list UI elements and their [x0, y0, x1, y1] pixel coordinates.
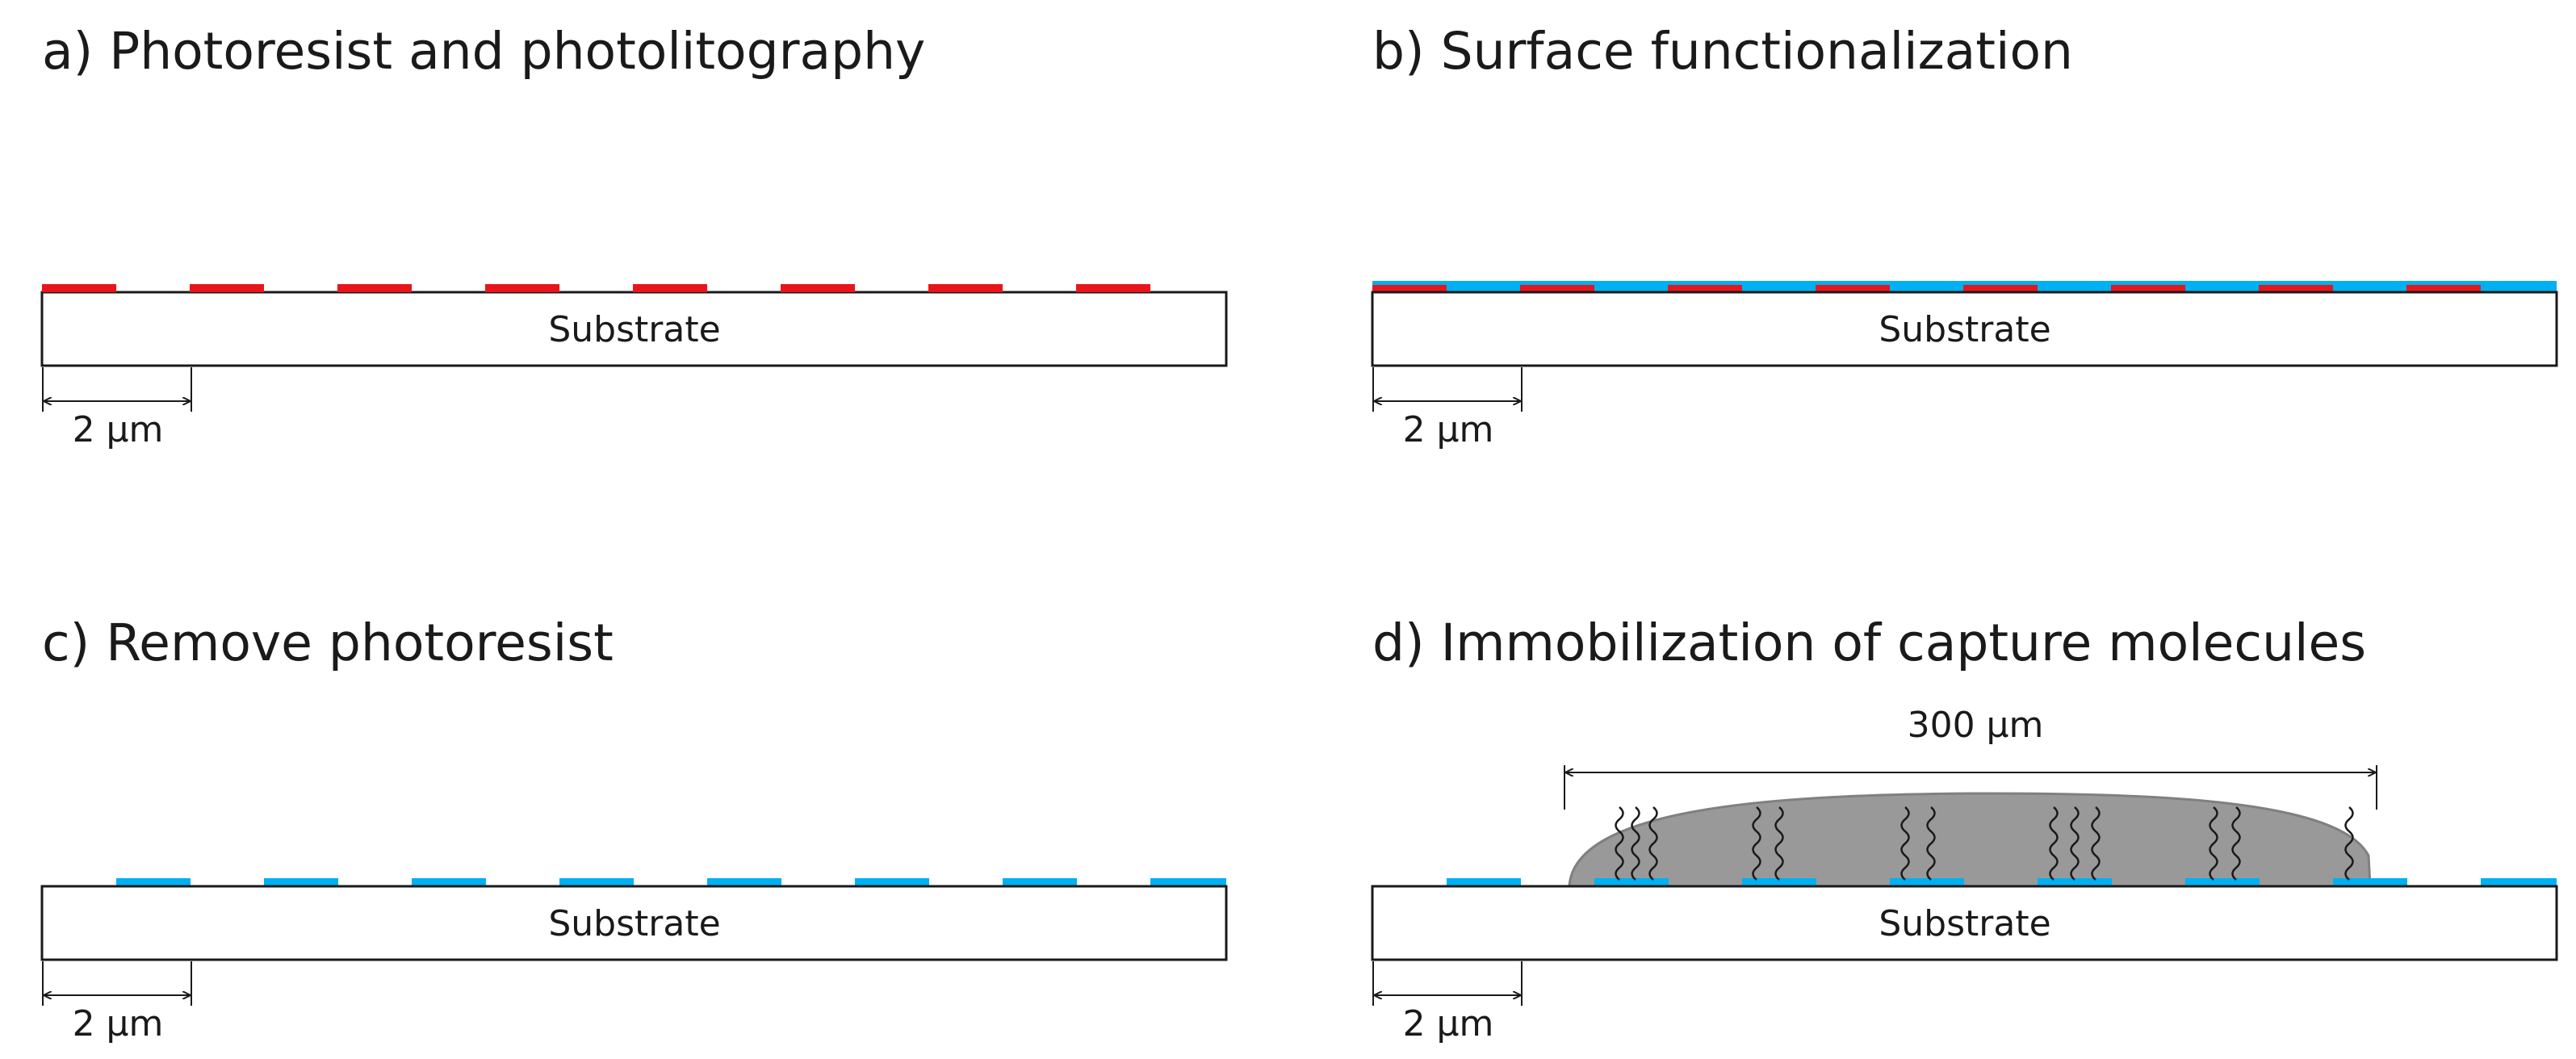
functional-pad	[1890, 878, 1964, 886]
substrate-block	[40, 885, 1228, 961]
scale-bar-label: 2 µm	[73, 1003, 164, 1044]
panel-a-title: a) Photoresist and photolitography	[42, 22, 925, 81]
panel-d: d) Immobilization of capture molecules 3…	[1371, 613, 2558, 1044]
functional-pad	[264, 878, 338, 886]
substrate-label: Substrate	[1879, 309, 2050, 350]
photoresist-strip	[781, 284, 855, 292]
photoresist-strip	[190, 284, 264, 292]
capture-molecule	[1752, 806, 1761, 881]
functional-pad	[412, 878, 486, 886]
photoresist-strip	[485, 284, 559, 292]
photoresist-strip	[1372, 285, 1447, 292]
panel-d-title: d) Immobilization of capture molecules	[1372, 613, 2366, 672]
functional-pad	[707, 878, 781, 886]
panel-c-title: c) Remove photoresist	[42, 613, 614, 672]
photoresist-strip	[1816, 285, 1890, 292]
substrate-block	[1371, 885, 2558, 961]
scale-bar: 2 µm	[42, 367, 192, 450]
scale-bar: 2 µm	[1372, 961, 1523, 1044]
capture-molecule	[2344, 806, 2354, 881]
functional-pad	[116, 878, 191, 886]
functional-pads	[1447, 878, 2557, 886]
functional-pad	[2481, 878, 2557, 886]
functional-pad	[2185, 878, 2260, 886]
droplet-dimension: 300 µm	[1564, 705, 2377, 810]
functional-pad	[855, 878, 929, 886]
panel-a: a) Photoresist and photolitography Subst…	[40, 22, 1228, 450]
substrate-label: Substrate	[548, 309, 720, 350]
panel-c: c) Remove photoresist Substrate 2 µm	[40, 613, 1228, 1044]
functional-pad	[1447, 878, 1521, 886]
capture-molecule	[2049, 806, 2059, 881]
substrate-block	[1371, 291, 2558, 367]
photoresist-strip	[1520, 285, 1594, 292]
panel-b: b) Surface functionalization Substrate 2…	[1371, 22, 2558, 450]
photoresist-strip	[42, 284, 116, 292]
functional-pad	[1150, 878, 1226, 886]
functional-pad	[1003, 878, 1077, 886]
scale-bar-label: 2 µm	[73, 409, 164, 450]
capture-molecule	[1648, 806, 1658, 881]
functional-pad	[1742, 878, 1816, 886]
capture-molecule	[1926, 806, 1936, 881]
photoresist-strip	[928, 284, 1003, 292]
photoresist-strips	[1372, 285, 2481, 292]
substrate-label: Substrate	[548, 903, 720, 944]
capture-molecule	[1615, 806, 1624, 881]
scale-bar: 2 µm	[42, 961, 192, 1044]
capture-molecule	[2209, 806, 2218, 881]
photoresist-strip	[337, 284, 412, 292]
scale-bar: 2 µm	[1372, 367, 1523, 450]
functional-pad	[2333, 878, 2407, 886]
capture-molecule	[2231, 806, 2241, 881]
functional-pads	[116, 878, 1226, 886]
substrate-block	[40, 291, 1228, 367]
photoresist-strip	[1076, 284, 1150, 292]
photoresist-strip	[1668, 285, 1742, 292]
sample-droplet	[1568, 792, 2372, 888]
panel-b-title: b) Surface functionalization	[1372, 22, 2073, 81]
functional-pad	[1594, 878, 1669, 886]
scale-bar-label: 2 µm	[1403, 409, 1494, 450]
photoresist-strip	[2406, 285, 2481, 292]
capture-molecules	[1615, 806, 2354, 881]
capture-molecule	[1631, 806, 1640, 881]
photoresist-strips	[42, 284, 1150, 292]
capture-molecule	[2070, 806, 2080, 881]
functional-pad	[2038, 878, 2112, 886]
photoresist-strip	[2111, 285, 2185, 292]
capture-molecule	[1774, 806, 1784, 881]
photoresist-strip	[1963, 285, 2038, 292]
capture-molecule	[1900, 806, 1910, 881]
functional-pad	[559, 878, 634, 886]
capture-molecule	[2091, 806, 2101, 881]
photoresist-strip	[2259, 285, 2333, 292]
scale-bar-label: 2 µm	[1403, 1003, 1494, 1044]
substrate-label: Substrate	[1879, 903, 2050, 944]
photoresist-strip	[633, 284, 707, 292]
droplet-dimension-label: 300 µm	[1908, 705, 2044, 746]
